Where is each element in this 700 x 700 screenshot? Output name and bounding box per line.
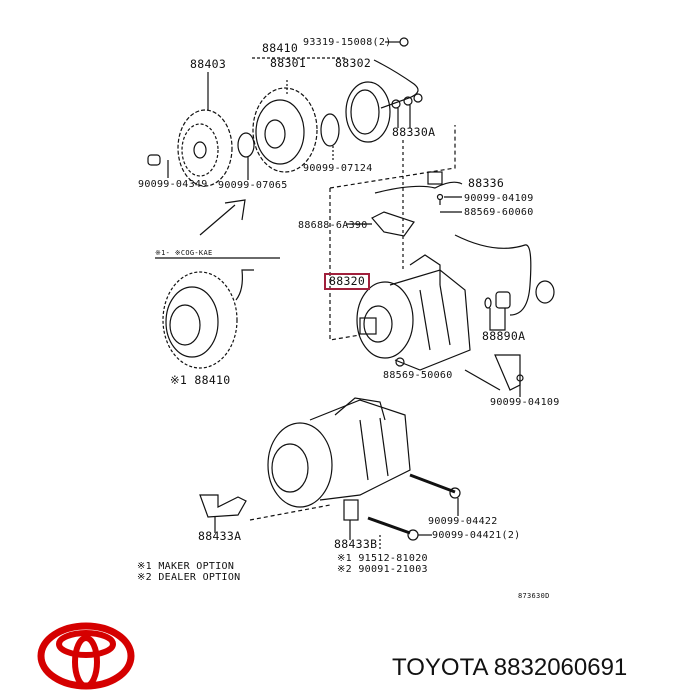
part-label-88890a: 88890A <box>482 329 526 343</box>
clutch-assembly-drawing <box>162 269 254 369</box>
product-caption: TOYOTA 8832060691 <box>392 654 628 681</box>
highlighted-part-88320[interactable]: 88320 <box>324 273 371 290</box>
part-label-88410: 88410 <box>262 41 299 55</box>
note-dealer-option: ※2 DEALER OPTION <box>137 572 241 583</box>
part-label-90099-04109-b: 90099-04109 <box>490 397 560 408</box>
part-label-88302: 88302 <box>335 56 372 70</box>
clutch-hub-drawing <box>177 72 233 187</box>
part-label-88569-60060: 88569-60060 <box>464 207 534 218</box>
part-label-88688-6a390: 88688-6A390 <box>298 220 368 231</box>
part-label-90099-07124: 90099-07124 <box>303 163 373 174</box>
diagram-code: 873630D <box>518 592 550 600</box>
part-label-88336: 88336 <box>468 176 505 190</box>
part-label-90099-04422: 90099-04422 <box>428 516 498 527</box>
part-label-88301: 88301 <box>270 56 307 70</box>
part-label-88403: 88403 <box>190 57 227 71</box>
part-label-88330a: 88330A <box>392 125 436 139</box>
variant-header: ※1- ※COG-KAE <box>155 249 213 257</box>
part-label-90099-07065: 90099-07065 <box>218 180 288 191</box>
part-label-90099-04349: 90099-04349 <box>138 179 208 190</box>
part-label-91512-81020: ※1 91512-81020 <box>337 553 428 564</box>
part-label-90091-21003: ※2 90091-21003 <box>337 564 428 575</box>
part-label-90099-04109: 90099-04109 <box>464 193 534 204</box>
toyota-logo <box>37 622 135 690</box>
part-label-93319-15008: 93319-15008(2) <box>303 37 392 48</box>
note-maker-option: ※1 MAKER OPTION <box>137 561 235 572</box>
compressor-drawing <box>356 254 471 371</box>
part-label-88569-50060: 88569-50060 <box>383 370 453 381</box>
part-label-88410-maker: ※1 88410 <box>170 373 231 387</box>
pulley-drawing <box>252 80 318 173</box>
part-label-88433b: 88433B <box>334 537 378 551</box>
part-label-88433a: 88433A <box>198 529 242 543</box>
compressor-side-view-drawing <box>267 397 411 508</box>
part-label-90099-04421: 90099-04421(2) <box>432 530 521 541</box>
stator-coil-drawing <box>345 59 423 143</box>
